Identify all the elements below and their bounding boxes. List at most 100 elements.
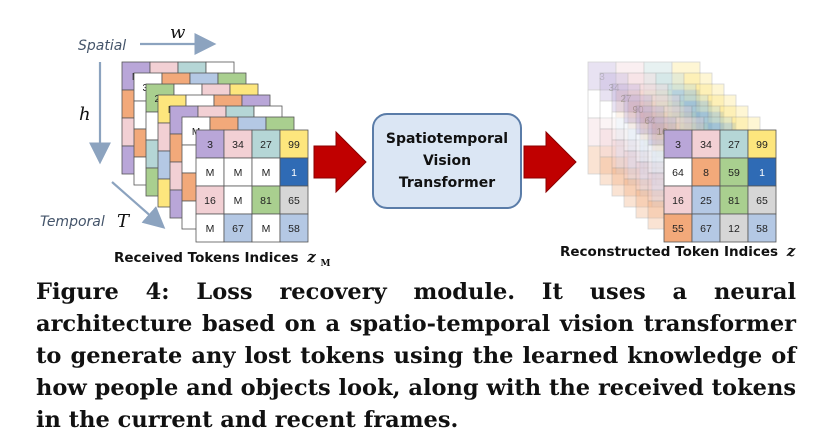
received-front-cell-value: 1: [291, 167, 297, 179]
reconstructed-front-cell: [719, 129, 749, 159]
reconstructed-back-cell: [623, 178, 653, 208]
received-front-cell-value: 27: [260, 139, 272, 151]
reconstructed-front-cell: [747, 213, 777, 243]
received-front-cell-value: M: [262, 223, 271, 235]
reconstructed-back-cell: [671, 89, 701, 119]
reconstructed-front-cell-value: 59: [728, 167, 740, 179]
reconstructed-back-cell: [611, 83, 641, 113]
received-front-cell: [279, 213, 309, 243]
reconstructed-back-cell: [639, 167, 669, 197]
reconstructed-back-cell: [691, 105, 721, 135]
reconstructed-back-cell: [707, 94, 737, 124]
received-front-cell-value: 58: [288, 223, 300, 235]
reconstructed-back-cell: [643, 89, 673, 119]
reconstructed-back-cell: [615, 61, 645, 91]
received-front-cell-value: M: [206, 223, 215, 235]
reconstructed-back-value: 27: [620, 94, 632, 105]
reconstructed-back-cell: [683, 100, 713, 130]
reconstructed-back-cell: [615, 89, 645, 119]
transformer-line2: Vision: [423, 153, 471, 169]
reconstructed-token-stack: 3342790641633427996485911625816555671258: [587, 61, 777, 243]
reconstructed-back-cell: [627, 72, 657, 102]
received-label: Received Tokens Indices z M: [114, 248, 331, 269]
reconstructed-front-cell-value: 12: [728, 223, 740, 235]
reconstructed-back-cell: [615, 117, 645, 147]
reconstructed-front-cell-value: 81: [728, 195, 740, 207]
reconstructed-back-cell: [635, 161, 665, 191]
spatial-label: Spatial: [78, 38, 126, 54]
received-front-cell-value: M: [234, 167, 243, 179]
reconstructed-front-cell-value: 67: [700, 223, 712, 235]
reconstructed-front-cell-value: 99: [756, 139, 768, 151]
reconstructed-front-cell-value: 55: [672, 223, 684, 235]
reconstructed-label-text: Reconstructed Token Indices: [560, 244, 778, 260]
reconstructed-front-cell: [663, 157, 693, 187]
received-front-cell: [223, 213, 253, 243]
reconstructed-front-cell: [747, 129, 777, 159]
reconstructed-back-value: 3: [599, 72, 605, 83]
received-front-cell-value: 99: [288, 139, 300, 151]
reconstructed-back-cell: [611, 111, 641, 141]
received-front-cell: [279, 157, 309, 187]
reconstructed-back-cell: [599, 100, 629, 130]
reconstructed-back-cell: [639, 83, 669, 113]
reconstructed-back-cell: [679, 94, 709, 124]
reconstructed-back-cell: [663, 105, 693, 135]
reconstructed-back-cell: [611, 167, 641, 197]
reconstructed-back-cell: [683, 72, 713, 102]
received-front-cell-value: 67: [232, 223, 244, 235]
reconstructed-back-cell: [627, 100, 657, 130]
received-label-subscript: M: [321, 259, 331, 269]
received-front-cell-value: M: [234, 195, 243, 207]
temporal-label: Temporal: [40, 214, 105, 230]
reconstructed-back-cell: [599, 156, 629, 186]
received-front-cell-value: 16: [204, 195, 216, 207]
reconstructed-back-cell: [635, 189, 665, 219]
reconstructed-front-cell-value: 27: [728, 139, 740, 151]
reconstructed-front-cell: [719, 185, 749, 215]
input-arrow: [313, 130, 367, 194]
reconstructed-back-cell: [719, 105, 749, 135]
reconstructed-back-cell: [587, 89, 617, 119]
reconstructed-front-cell: [663, 129, 693, 159]
reconstructed-back-cell: [587, 145, 617, 175]
reconstructed-front-cell-value: 3: [675, 139, 681, 151]
received-front-cell-value: 65: [288, 195, 300, 207]
reconstructed-front-cell-value: 8: [703, 167, 709, 179]
reconstructed-back-cell: [635, 105, 665, 135]
reconstructed-back-cell: [671, 61, 701, 91]
reconstructed-front-cell: [719, 213, 749, 243]
reconstructed-back-cell: [695, 83, 725, 113]
reconstructed-back-cell: [655, 72, 685, 102]
reconstructed-front-cell-value: 58: [756, 223, 768, 235]
reconstructed-front-cell-value: 25: [700, 195, 712, 207]
reconstructed-back-cell: [623, 150, 653, 180]
received-front-cell: [251, 129, 281, 159]
loss-recovery-diagram: Spatial w h Temporal T M3427M3M3342799MM…: [40, 22, 796, 269]
reconstructed-back-cell: [667, 83, 697, 113]
reconstructed-front-cell-value: 65: [756, 195, 768, 207]
reconstructed-back-cell: [587, 117, 617, 147]
reconstructed-back-value: 16: [656, 127, 668, 138]
reconstructed-front-cell-value: 1: [759, 167, 765, 179]
transformer-line1: Spatiotemporal: [386, 131, 508, 147]
reconstructed-back-cell: [615, 145, 645, 175]
reconstructed-back-cell: [599, 72, 629, 102]
reconstructed-front-cell: [747, 157, 777, 187]
received-label-symbol: z: [306, 248, 316, 266]
received-front-cell-value: 3: [207, 139, 213, 151]
h-label: h: [79, 104, 91, 125]
received-label-text: Received Tokens Indices: [114, 250, 299, 266]
output-arrow: [523, 130, 577, 194]
reconstructed-back-cell: [635, 133, 665, 163]
reconstructed-back-cell: [623, 122, 653, 152]
reconstructed-front-cell-value: 64: [672, 167, 684, 179]
reconstructed-back-cell: [651, 94, 681, 124]
reconstructed-back-cell: [627, 128, 657, 158]
received-front-cell: [223, 185, 253, 215]
received-front-cell-value: 81: [260, 195, 272, 207]
received-front-cell-value: M: [206, 167, 215, 179]
reconstructed-front-cell: [719, 157, 749, 187]
